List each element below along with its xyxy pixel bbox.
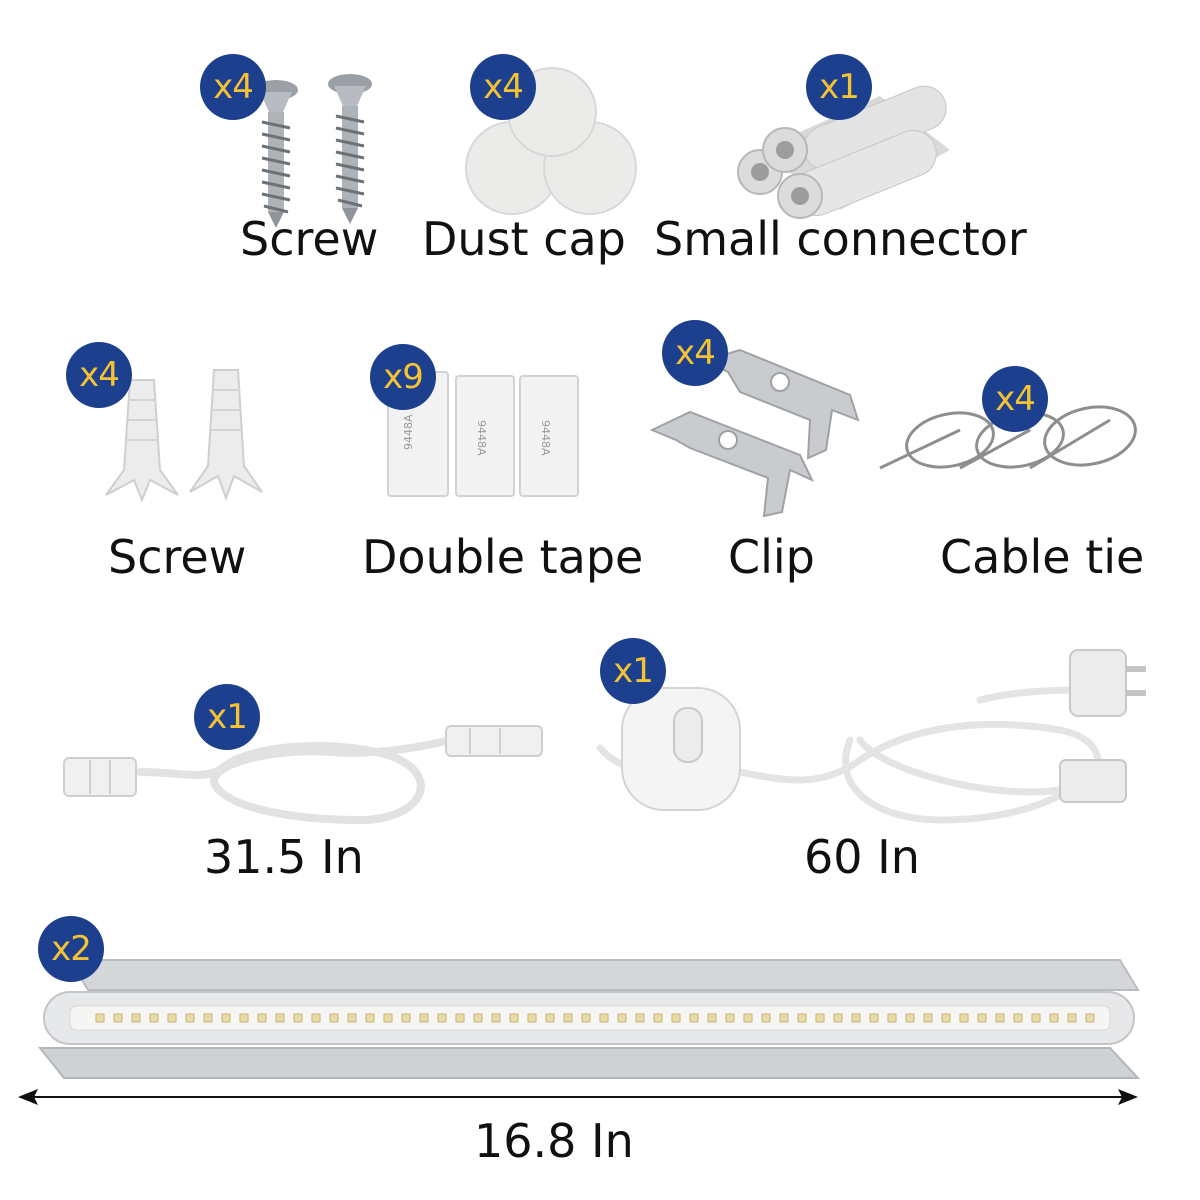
led-chip (761, 1013, 771, 1023)
led-chip (419, 1013, 429, 1023)
led-bar-icon (37, 959, 1141, 1079)
led-chip (293, 1013, 303, 1023)
quantity-badge: x4 (470, 54, 536, 120)
led-chip (437, 1013, 447, 1023)
led-chip (689, 1013, 699, 1023)
led-chip (797, 1013, 807, 1023)
screw-icon (254, 74, 372, 228)
connector-icon (737, 85, 950, 219)
item-label: Dust cap (422, 212, 626, 266)
item-label: Cable tie (940, 530, 1145, 584)
led-chip (221, 1013, 231, 1023)
led-chip (905, 1013, 915, 1023)
led-chip (779, 1013, 789, 1023)
led-chip (185, 1013, 195, 1023)
led-chip (995, 1013, 1005, 1023)
led-chip (347, 1013, 357, 1023)
quantity-badge: x4 (662, 320, 728, 386)
led-chip (1031, 1013, 1041, 1023)
item-label: Screw (108, 530, 247, 584)
led-chip (599, 1013, 609, 1023)
clip-icon (649, 348, 860, 518)
item-label: Small connector (654, 212, 1027, 266)
led-chip (95, 1013, 105, 1023)
anchor-icon (105, 369, 263, 503)
led-chip (653, 1013, 663, 1023)
quantity-badge: x1 (600, 638, 666, 704)
led-chip (275, 1013, 285, 1023)
led-chips (95, 1013, 1095, 1023)
led-chip (239, 1013, 249, 1023)
led-chip (1049, 1013, 1059, 1023)
item-label: Screw (240, 212, 379, 266)
led-chip (617, 1013, 627, 1023)
dust-cap-icon (465, 67, 637, 215)
led-chip (833, 1013, 843, 1023)
led-chip (563, 1013, 573, 1023)
led-chip (257, 1013, 267, 1023)
led-chip (311, 1013, 321, 1023)
led-chip (203, 1013, 213, 1023)
led-chip (815, 1013, 825, 1023)
led-chip (977, 1013, 987, 1023)
led-chip (545, 1013, 555, 1023)
led-chip (707, 1013, 717, 1023)
led-chip (455, 1013, 465, 1023)
led-chip (131, 1013, 141, 1023)
led-chip (581, 1013, 591, 1023)
led-chip (959, 1013, 969, 1023)
led-chip (509, 1013, 519, 1023)
item-label: Clip (728, 530, 815, 584)
bar-length-label: 16.8 In (474, 1114, 634, 1168)
cable-tie-icon (879, 405, 1137, 470)
led-chip (329, 1013, 339, 1023)
short-cable-icon (63, 725, 543, 825)
led-chip (473, 1013, 483, 1023)
led-chip (401, 1013, 411, 1023)
item-label: Double tape (362, 530, 644, 584)
led-chip (887, 1013, 897, 1023)
quantity-badge: x1 (806, 54, 872, 120)
quantity-badge: x4 (200, 54, 266, 120)
led-chip (1067, 1013, 1077, 1023)
led-chip (743, 1013, 753, 1023)
item-label: 31.5 In (204, 830, 364, 884)
led-chip (491, 1013, 501, 1023)
led-chip (725, 1013, 735, 1023)
led-chip (941, 1013, 951, 1023)
quantity-badge: x9 (370, 344, 436, 410)
led-chip (635, 1013, 645, 1023)
length-arrow-icon (18, 1089, 1138, 1105)
tape-print: 9448A (402, 414, 415, 450)
quantity-badge: x4 (982, 366, 1048, 432)
item-label: 60 In (804, 830, 920, 884)
tape-print: 9448A (475, 420, 488, 456)
power-cord-icon (596, 649, 1146, 824)
led-chip (167, 1013, 177, 1023)
tape-print: 9448A (539, 420, 552, 456)
quantity-badge: x1 (194, 684, 260, 750)
led-chip (113, 1013, 123, 1023)
led-chip (671, 1013, 681, 1023)
led-chip (923, 1013, 933, 1023)
quantity-badge: x2 (38, 916, 104, 982)
quantity-badge: x4 (66, 342, 132, 408)
led-chip (527, 1013, 537, 1023)
led-chip (1085, 1013, 1095, 1023)
led-chip (1013, 1013, 1023, 1023)
led-chip (149, 1013, 159, 1023)
led-chip (365, 1013, 375, 1023)
led-chip (383, 1013, 393, 1023)
led-chip (869, 1013, 879, 1023)
led-chip (851, 1013, 861, 1023)
